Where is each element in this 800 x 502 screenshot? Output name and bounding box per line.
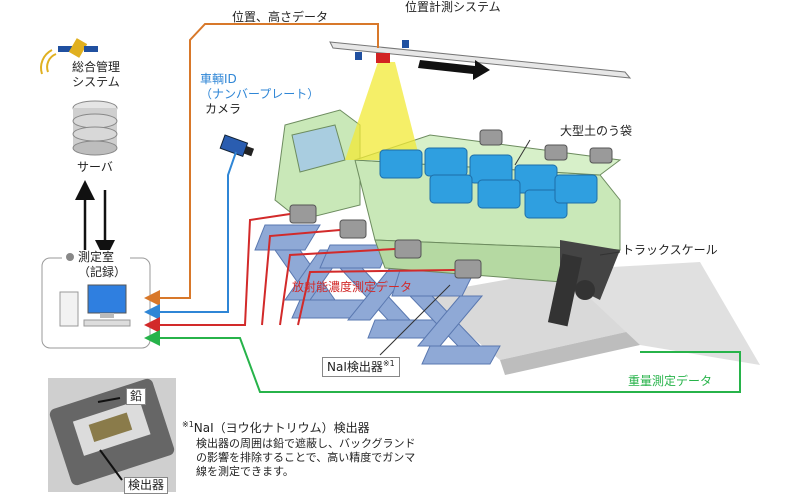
position-sensor-icon <box>376 53 390 63</box>
radiation-line-3 <box>279 248 396 326</box>
vehicle-id-label: 車輌ID （ナンバープレート） <box>200 72 319 102</box>
footnote-body: 検出器の周囲は鉛で遮蔽し、バックグランド の影響を排除することで、高い精度でガン… <box>196 437 416 478</box>
footnote-title-text: NaI（ヨウ化ナトリウム）検出器 <box>193 421 370 435</box>
bags-label: 大型土のう袋 <box>560 124 633 138</box>
footnote-mark: ※1 <box>182 420 194 429</box>
nai-detector-label: NaI検出器※1 <box>322 357 400 377</box>
satellite-icon <box>40 38 98 75</box>
position-data-line <box>144 23 379 306</box>
radiation-data-label: 放射能濃度測定データ <box>292 280 413 294</box>
nai-detectors <box>289 129 613 279</box>
bags-leader <box>514 139 531 166</box>
vehicle-id-line1: 車輌ID <box>200 72 237 86</box>
measurement-room-label: 測定室 （記録） <box>62 250 131 280</box>
lead-label: 鉛 <box>126 388 147 405</box>
camera-label: カメラ <box>205 102 242 116</box>
database-icon <box>72 100 118 156</box>
computer-icon <box>59 284 131 327</box>
footnote-body-3: 線を測定できます。 <box>196 464 294 478</box>
position-beam <box>345 62 420 160</box>
room-line2: （記録） <box>78 265 127 279</box>
radiation-line-1 <box>144 213 291 333</box>
bags-cluster <box>379 147 598 219</box>
footnote-title: ※1NaI（ヨウ化ナトリウム）検出器 <box>182 420 370 436</box>
server-title-line2: システム <box>72 75 120 89</box>
server-label: サーバ <box>77 160 113 174</box>
position-sensor-icon <box>402 40 409 48</box>
nai-leader <box>379 284 451 356</box>
nai-detector-text: NaI検出器 <box>327 360 383 374</box>
direction-arrow-icon <box>418 60 490 80</box>
server-title: 総合管理 システム <box>60 60 132 90</box>
position-rail <box>329 40 632 80</box>
detector-inset-image <box>48 378 176 492</box>
server-title-line1: 総合管理 <box>71 60 120 74</box>
nai-footnote-mark: ※1 <box>382 359 395 368</box>
weight-data-label: 重量測定データ <box>628 374 713 388</box>
room-dot-icon <box>66 253 74 261</box>
room-line1: 測定室 <box>66 250 126 265</box>
camera-icon <box>219 134 255 158</box>
position-sensor-icon <box>355 52 362 60</box>
radiation-line-4 <box>297 269 456 326</box>
radiation-line-2 <box>261 229 341 326</box>
vehicle-id-line2: （ナンバープレート） <box>200 87 320 101</box>
scissor-lifts <box>254 224 501 365</box>
detector-inset-label: 検出器 <box>124 477 169 494</box>
truck-scale-label: トラックスケール <box>622 243 718 257</box>
position-system-label: 位置計測システム <box>405 0 501 14</box>
weight-data-line <box>144 330 741 393</box>
footnote-body-1: 検出器の周囲は鉛で遮蔽し、バックグランド <box>196 437 416 450</box>
room-line1-text: 測定室 <box>78 250 115 264</box>
vehicle-id-line <box>144 151 237 320</box>
scale-leader <box>599 251 621 256</box>
position-height-data-label: 位置、高さデータ <box>232 10 329 24</box>
footnote-body-2: の影響を排除することで、高い精度でガンマ <box>196 450 416 464</box>
